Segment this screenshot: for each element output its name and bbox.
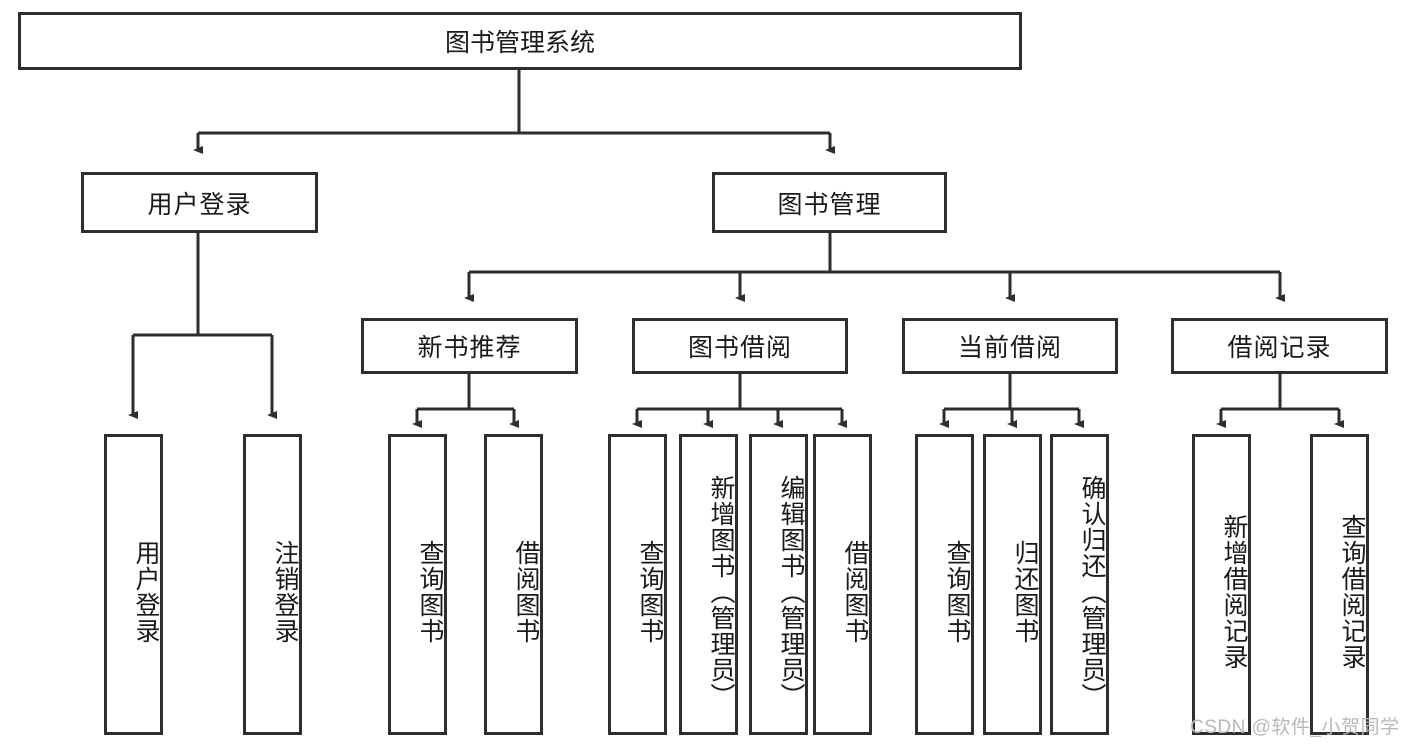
node-label: 借阅记录 [1227,334,1332,362]
node-label: 图书管理 [777,190,882,219]
node-book-management[interactable]: 图书管理 [712,172,947,233]
node-label: 图书借阅 [687,334,792,362]
node-label: 新增图书（管理员） [707,474,735,709]
node-label: 借阅图书 [841,539,869,644]
node-label: 借阅图书 [512,539,540,644]
leaf-logout-login[interactable]: 注销登录 [243,434,302,735]
node-user-login[interactable]: 用户登录 [81,172,318,233]
node-label: 图书管理系统 [444,29,595,57]
leaf-query-book-1[interactable]: 查询图书 [388,434,447,735]
leaf-query-book-3[interactable]: 查询图书 [915,434,974,735]
node-new-book-recommend[interactable]: 新书推荐 [361,318,578,374]
leaf-return-book[interactable]: 归还图书 [983,434,1042,735]
leaf-user-login[interactable]: 用户登录 [104,434,163,735]
node-book-management-system[interactable]: 图书管理系统 [18,12,1022,70]
leaf-add-book-admin[interactable]: 新增图书（管理员） [679,434,738,735]
node-book-borrow[interactable]: 图书借阅 [632,318,848,374]
leaf-edit-book-admin[interactable]: 编辑图书（管理员） [749,434,808,735]
node-label: 用户登录 [147,190,252,219]
node-label: 查询图书 [416,539,444,644]
leaf-borrow-book-1[interactable]: 借阅图书 [484,434,543,735]
node-label: 用户登录 [132,539,160,644]
node-borrow-record[interactable]: 借阅记录 [1171,318,1388,374]
node-label: 注销登录 [271,539,299,644]
leaf-borrow-book-2[interactable]: 借阅图书 [813,434,872,735]
leaf-query-book-2[interactable]: 查询图书 [608,434,667,735]
node-label: 查询图书 [943,539,971,644]
node-label: 编辑图书（管理员） [777,474,805,709]
node-label: 新增借阅记录 [1220,513,1248,670]
leaf-query-borrow-record[interactable]: 查询借阅记录 [1310,434,1369,735]
node-label: 确认归还（管理员） [1078,474,1106,709]
node-current-borrow[interactable]: 当前借阅 [902,318,1118,374]
csdn-watermark: CSDN @软件_小贺同学 [1190,717,1400,738]
node-label: 查询借阅记录 [1338,513,1366,670]
node-label: 查询图书 [636,539,664,644]
leaf-confirm-return-admin[interactable]: 确认归还（管理员） [1050,434,1109,735]
node-label: 新书推荐 [417,334,522,362]
node-label: 归还图书 [1011,539,1039,644]
node-label: 当前借阅 [957,334,1062,362]
leaf-add-borrow-record[interactable]: 新增借阅记录 [1192,434,1251,735]
